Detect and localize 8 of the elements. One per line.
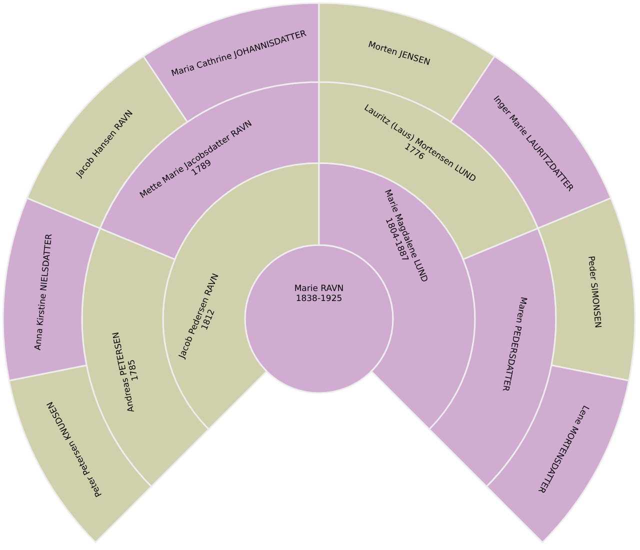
person-name: Marie RAVN: [294, 284, 344, 294]
fan-sector: [537, 198, 635, 381]
fan-sector: [3, 198, 101, 381]
fan-sector: [143, 3, 319, 122]
person-name: Peder SIMONSEN: [586, 255, 603, 328]
life-dates: 1785: [127, 357, 142, 382]
person-name: Anna Kirstine NIELSDATTER: [33, 233, 55, 350]
life-dates: 1838-1925: [294, 294, 344, 304]
